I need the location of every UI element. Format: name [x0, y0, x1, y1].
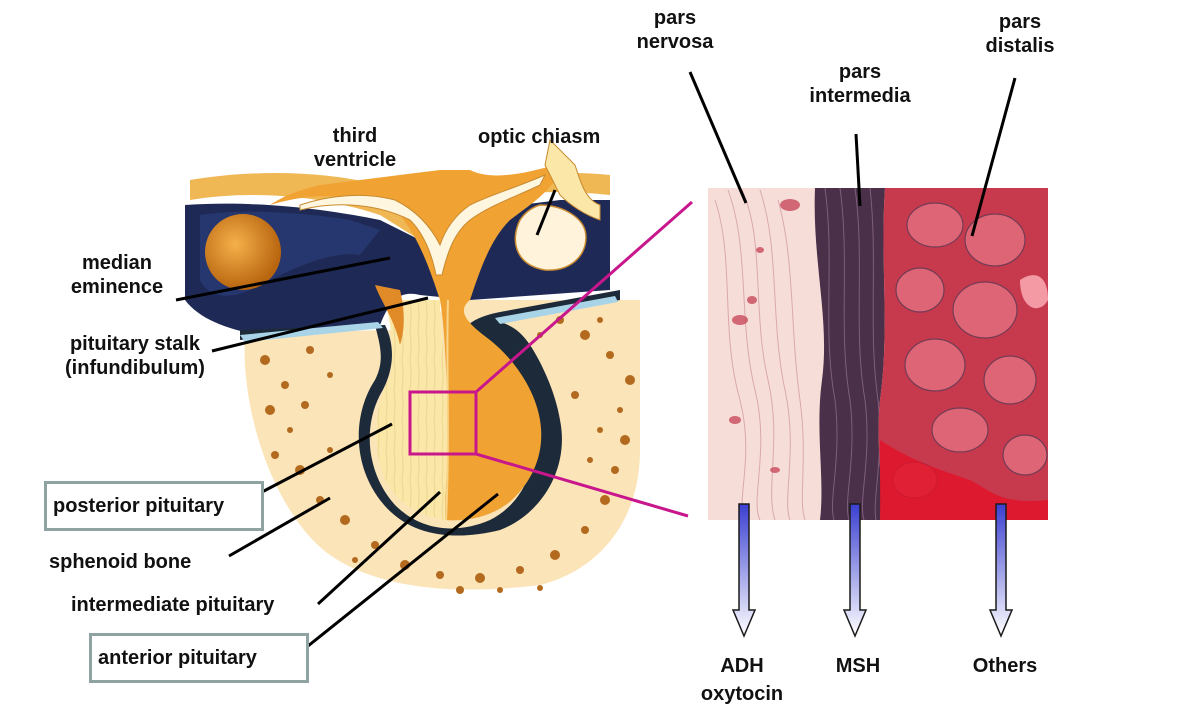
label-adh-oxytocin: ADH oxytocin	[700, 655, 784, 705]
label-sphenoid-bone: sphenoid bone	[49, 551, 192, 573]
label-posterior-pituitary: posterior pituitary	[44, 481, 264, 531]
arrow-msh-icon	[842, 503, 868, 638]
leader-pars-nervosa	[688, 71, 748, 204]
leader-pituitary-stalk	[211, 296, 429, 353]
label-intermediate-pituitary: intermediate pituitary	[71, 594, 275, 616]
arrow-adh-icon	[731, 503, 757, 638]
hypothalamus-shape	[270, 138, 601, 300]
label-pituitary-stalk: pituitary stalk (infundibulum)	[65, 333, 205, 379]
label-pars-nervosa: pars nervosa	[636, 7, 714, 53]
leader-posterior-pituitary	[261, 422, 393, 494]
leader-pars-distalis	[970, 77, 1017, 237]
leader-lines	[175, 71, 1017, 648]
mamillary-body-shape	[205, 214, 281, 290]
histology-micrograph	[708, 188, 1048, 520]
arrow-others-icon	[988, 503, 1014, 638]
label-median-eminence: median eminence	[70, 252, 164, 298]
zoom-indicator	[408, 200, 693, 518]
leader-pars-intermedia	[854, 133, 862, 207]
label-others: Others	[972, 655, 1038, 677]
leader-intermediate-pituitary	[316, 490, 442, 606]
label-pars-intermedia: pars intermedia	[809, 61, 911, 107]
leader-sphenoid-bone	[228, 496, 331, 558]
label-pars-distalis: pars distalis	[985, 11, 1055, 57]
label-optic-chiasm: optic chiasm	[478, 126, 601, 148]
leader-median-eminence	[175, 256, 391, 302]
label-third-ventricle: third ventricle	[313, 125, 397, 171]
leader-optic-chiasm	[535, 189, 557, 236]
label-anterior-pituitary: anterior pituitary	[89, 633, 309, 683]
leader-anterior-pituitary	[307, 492, 499, 648]
label-msh: MSH	[835, 655, 881, 677]
